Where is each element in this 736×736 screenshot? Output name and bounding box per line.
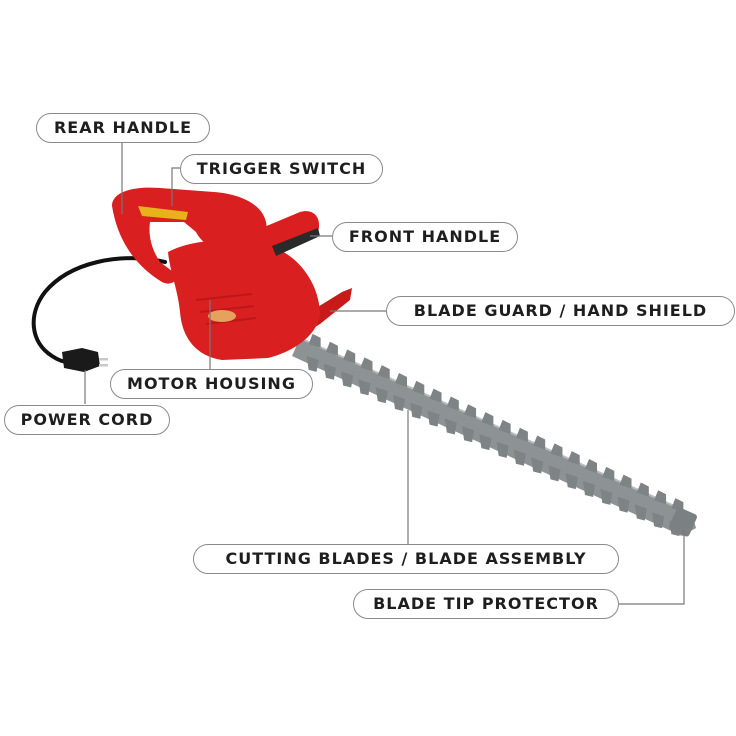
blade-tooth-upper (377, 365, 390, 380)
blade-tooth-upper (429, 388, 442, 403)
power-cord-wire (31, 256, 167, 364)
motor-housing-shape (168, 240, 320, 360)
blade-tooth-lower (410, 402, 423, 419)
blade-tooth-upper (395, 373, 407, 387)
label-rear-handle: REAR HANDLE (36, 113, 210, 143)
blade-tooth-lower (565, 473, 578, 490)
trigger-switch-part (138, 206, 188, 220)
label-motor-housing: MOTOR HOUSING (110, 369, 313, 399)
blade-tooth-upper (550, 443, 563, 458)
blade-tooth-upper (567, 451, 580, 466)
blade-tooth-lower (600, 488, 613, 505)
cutting-blades (292, 333, 697, 537)
blade-tooth-lower (496, 441, 509, 458)
label-blade-guard: BLADE GUARD / HAND SHIELD (386, 296, 735, 326)
blade-tooth-lower (323, 363, 336, 380)
blade-tooth-lower (479, 434, 492, 451)
blade-tooth-lower (358, 379, 371, 396)
blade-tooth-lower (341, 371, 354, 388)
blade-tooth-lower (513, 449, 526, 466)
blade-tooth-upper (464, 404, 477, 419)
blade-tooth-upper (654, 490, 667, 505)
label-power-cord: POWER CORD (4, 405, 170, 435)
label-front-handle: FRONT HANDLE (332, 222, 518, 252)
blade-tooth-upper (412, 380, 425, 395)
blade-tooth-lower (444, 418, 457, 435)
blade-tooth-lower (583, 481, 595, 497)
blade-tooth-upper (636, 482, 649, 497)
blade-tooth-lower (393, 395, 405, 411)
blade-tooth-lower (531, 457, 544, 474)
blade-tooth-lower (652, 512, 665, 529)
label-blade-tip-protector: BLADE TIP PROTECTOR (353, 589, 619, 619)
blade-tooth-upper (602, 466, 615, 481)
blade-tip-protector-cap (669, 507, 697, 537)
leader-lines (84, 142, 685, 605)
blade-tooth-upper (619, 474, 632, 489)
blade-tooth-lower (617, 496, 630, 513)
blade-tooth-upper (360, 357, 373, 372)
label-cutting-blades: CUTTING BLADES / BLADE ASSEMBLY (193, 544, 619, 574)
blade-tooth-lower (634, 504, 647, 521)
blade-tooth-upper (533, 435, 546, 450)
blade-tooth-upper (515, 427, 528, 442)
label-trigger-switch: TRIGGER SWITCH (180, 154, 383, 184)
blade-tooth-upper (343, 349, 356, 364)
blade-tooth-lower (462, 426, 475, 443)
blade-tooth-upper (481, 412, 494, 427)
blade-tooth-upper (325, 341, 338, 356)
blade-tooth-lower (427, 410, 440, 427)
power-plug (62, 348, 108, 372)
brand-logo (208, 310, 236, 322)
front-handle-part (237, 211, 320, 266)
blade-tooth-lower (306, 355, 319, 372)
blade-tooth-upper (498, 419, 511, 434)
blade-tooth-upper (308, 333, 321, 348)
blade-tooth-upper (585, 459, 597, 473)
blade-tooth-lower (548, 465, 561, 482)
blade-tooth-lower (375, 387, 388, 404)
blade-tooth-upper (446, 396, 459, 411)
